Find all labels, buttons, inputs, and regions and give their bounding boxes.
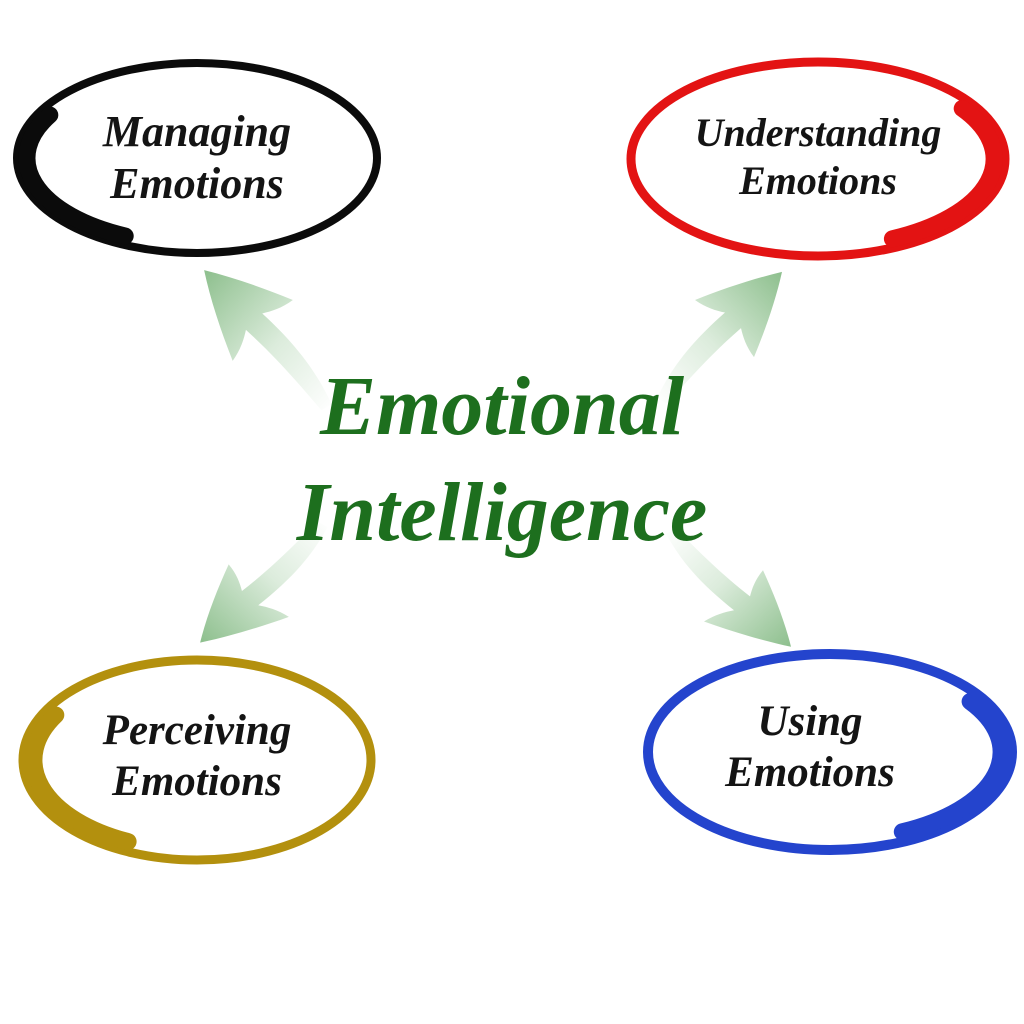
arrow-center-to-perceiving-icon (200, 521, 328, 643)
arrow-center-to-managing-icon (204, 270, 332, 411)
arrow-center-to-understanding-icon (657, 271, 782, 404)
ring-using-ellipse (643, 649, 1017, 855)
ring-understanding-ellipse (626, 57, 1010, 261)
ring-perceiving-ellipse (18, 655, 376, 865)
ring-understanding-emotions (626, 57, 1010, 261)
ring-perceiving-emotions (18, 655, 376, 865)
ring-using-emotions (643, 649, 1017, 855)
ring-using-brush-stroke (893, 693, 1010, 841)
ring-managing-brush-stroke (18, 106, 134, 245)
ring-understanding-brush-stroke (883, 100, 1003, 248)
ring-perceiving-brush-stroke (25, 706, 137, 851)
ring-managing-emotions (13, 59, 381, 257)
ring-managing-ellipse (13, 59, 381, 257)
arrow-center-to-using-icon (666, 528, 791, 647)
